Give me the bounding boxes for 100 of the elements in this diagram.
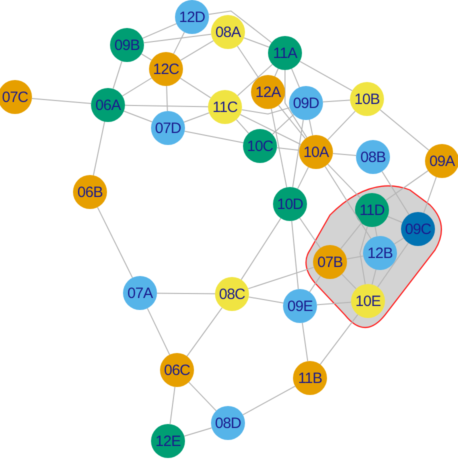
node-label: 10E xyxy=(355,292,381,310)
connector-line xyxy=(166,86,168,112)
node-circle xyxy=(273,187,307,221)
connector-line xyxy=(184,130,244,144)
connector-line xyxy=(242,386,296,416)
node-circle xyxy=(251,75,285,109)
connector-line xyxy=(156,292,216,294)
connector-line xyxy=(142,23,177,39)
node-label: 11D xyxy=(360,202,384,218)
connector-line xyxy=(327,110,356,140)
connector-line xyxy=(320,314,358,365)
node-label: 10C xyxy=(246,138,274,154)
node-circle xyxy=(0,80,32,114)
connector-line xyxy=(237,64,273,96)
connector-line xyxy=(332,153,357,156)
connector-line xyxy=(324,166,372,240)
node-circle xyxy=(175,0,209,34)
node-label: 08B xyxy=(360,148,386,166)
connector-line xyxy=(123,110,153,122)
connector-line xyxy=(173,32,185,54)
node-label: 12B xyxy=(367,244,393,262)
connector-line xyxy=(141,53,152,61)
connector-line xyxy=(380,109,430,151)
node-label: 08C xyxy=(218,286,246,302)
connector-line xyxy=(272,114,294,135)
node-label: 06A xyxy=(95,96,121,114)
node-circle xyxy=(149,52,183,86)
connector-line xyxy=(186,307,222,357)
node-label: 07C xyxy=(2,88,28,106)
node-circle xyxy=(211,15,245,49)
node-circle xyxy=(350,82,384,116)
node-circle xyxy=(160,353,194,387)
node-label: 12E xyxy=(155,432,181,450)
node-label: 10B xyxy=(354,90,380,108)
node-label: 12A xyxy=(255,84,281,100)
connector-line xyxy=(274,68,279,77)
node-label: 12C xyxy=(152,60,180,78)
connector-line xyxy=(170,386,176,425)
connector-line xyxy=(270,108,288,188)
connector-line xyxy=(302,322,308,362)
node-circle xyxy=(243,129,277,163)
connector-line xyxy=(327,164,361,198)
node-label: 09D xyxy=(292,94,320,112)
node-label: 12D xyxy=(178,8,206,26)
node-circle xyxy=(208,90,242,124)
node-circle xyxy=(425,144,458,178)
node-circle xyxy=(91,88,125,122)
connector-line xyxy=(359,226,368,285)
connector-line xyxy=(146,308,170,356)
connector-line xyxy=(394,238,404,244)
node-circle xyxy=(356,140,390,174)
node-circle xyxy=(123,276,157,310)
node-circle xyxy=(293,361,327,395)
node-label: 10A xyxy=(303,144,329,160)
connector-line xyxy=(308,119,314,136)
connector-line xyxy=(297,166,309,190)
connector-line xyxy=(423,176,437,214)
node-label: 08D xyxy=(214,414,242,432)
connector-line xyxy=(299,60,353,92)
node-label: 07B xyxy=(317,254,343,270)
node-label: 11A xyxy=(272,44,298,62)
node-label: 09E xyxy=(287,298,313,314)
node-circle xyxy=(299,135,333,169)
node-label: 10D xyxy=(276,196,304,212)
connector-line xyxy=(180,40,214,61)
connector-line xyxy=(291,68,300,88)
node-label: 07D xyxy=(154,120,182,136)
node-label: 08A xyxy=(215,24,241,40)
connector-line xyxy=(112,60,122,90)
connector-line xyxy=(278,104,306,140)
connector-line xyxy=(322,100,350,102)
connector-line xyxy=(240,218,282,280)
connector-line xyxy=(299,218,321,248)
connector-line xyxy=(291,220,299,290)
connector-line xyxy=(340,222,362,250)
connector-line xyxy=(284,70,308,138)
connector-line xyxy=(208,10,272,44)
node-circle xyxy=(110,28,144,62)
connector-line xyxy=(97,206,133,278)
connector-line xyxy=(184,112,210,123)
connector-line xyxy=(31,98,92,104)
connector-line xyxy=(236,119,250,134)
connector-line xyxy=(248,296,284,304)
connector-line xyxy=(292,119,304,188)
node-label: 07A xyxy=(127,284,153,302)
connector-line xyxy=(382,170,410,216)
connector-line xyxy=(309,276,321,292)
node-circle xyxy=(215,277,249,311)
node-circle xyxy=(73,175,107,209)
connector-line xyxy=(372,269,376,285)
connector-line xyxy=(241,107,290,115)
node-label: 09B xyxy=(114,36,140,54)
connector-line xyxy=(124,104,208,108)
connector-line xyxy=(248,266,314,290)
connector-line xyxy=(92,121,106,176)
connector-line xyxy=(244,37,270,48)
connector-line xyxy=(276,147,300,151)
node-label: 09A xyxy=(429,152,455,170)
node-circle xyxy=(151,424,185,458)
connector-line xyxy=(377,242,409,288)
